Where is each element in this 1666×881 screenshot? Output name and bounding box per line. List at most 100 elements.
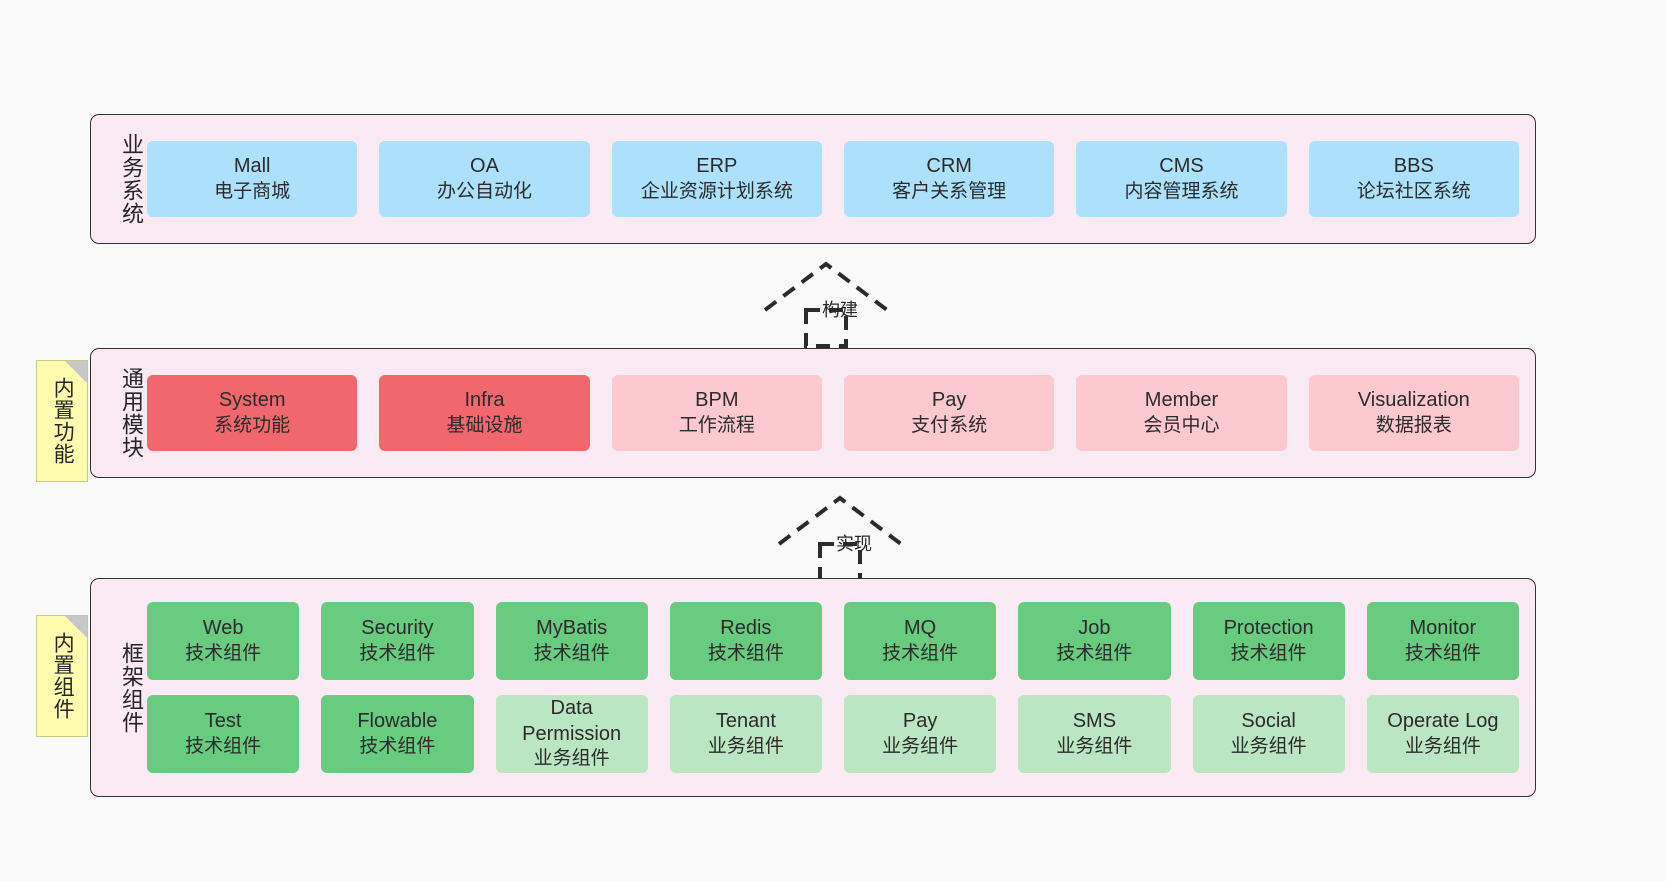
note-fold-icon	[65, 616, 87, 638]
node-subtitle: 技术组件	[359, 642, 436, 664]
node-subtitle: 客户关系管理	[892, 180, 1007, 202]
node-subtitle: 电子商城	[214, 180, 291, 202]
node-social[interactable]: Social 业务组件	[1192, 695, 1345, 773]
node-infra[interactable]: Infra 基础设施	[379, 375, 590, 451]
node-subtitle: 业务组件	[882, 735, 959, 757]
node-redis[interactable]: Redis 技术组件	[669, 602, 822, 680]
layer-label-common-modules: 通用模块	[119, 367, 144, 459]
node-subtitle: 内容管理系统	[1124, 180, 1239, 202]
connector-label: 构建	[822, 300, 858, 320]
node-title: Tenant	[715, 710, 776, 733]
layer-label-framework-components: 框架组件	[119, 641, 144, 734]
node-cms[interactable]: CMS 内容管理系统	[1076, 141, 1287, 217]
connector-label: 实现	[836, 534, 872, 554]
node-operate-log[interactable]: Operate Log 业务组件	[1366, 695, 1519, 773]
node-erp[interactable]: ERP 企业资源计划系统	[611, 141, 822, 217]
node-subtitle: 技术组件	[533, 642, 610, 664]
note-text: 内置组件	[51, 632, 75, 720]
note-fold-icon	[65, 361, 87, 383]
layer-framework-components: 框架组件 Web 技术组件 Security 技术组件 MyBatis 技术组件…	[90, 578, 1536, 797]
node-subtitle: 业务组件	[533, 748, 610, 770]
layer-cells-framework-components: Web 技术组件 Security 技术组件 MyBatis 技术组件 Redi…	[143, 602, 1535, 773]
node-pay-component[interactable]: Pay 业务组件	[844, 695, 997, 773]
node-data-permission[interactable]: Data Permission 业务组件	[495, 695, 648, 773]
node-title: System	[218, 389, 286, 412]
node-protection[interactable]: Protection 技术组件	[1192, 602, 1345, 680]
node-bpm[interactable]: BPM 工作流程	[611, 375, 822, 451]
connector-arrowhead	[763, 261, 889, 312]
node-subtitle: 支付系统	[911, 414, 988, 436]
note-text: 内置功能	[51, 377, 75, 465]
connector-shaft	[804, 308, 848, 348]
node-flowable[interactable]: Flowable 技术组件	[321, 695, 474, 773]
node-test[interactable]: Test 技术组件	[147, 695, 300, 773]
node-title: Job	[1078, 617, 1111, 640]
node-security[interactable]: Security 技术组件	[321, 602, 474, 680]
node-title: Social	[1241, 710, 1296, 733]
cell-row: Mall 电子商城 OA 办公自动化 ERP 企业资源计划系统 CRM 客户关系…	[147, 141, 1519, 217]
node-web[interactable]: Web 技术组件	[147, 602, 300, 680]
node-job[interactable]: Job 技术组件	[1018, 602, 1171, 680]
node-subtitle: 业务组件	[1230, 735, 1307, 757]
connector-build: 构建	[760, 258, 940, 350]
node-subtitle: 会员中心	[1143, 414, 1220, 436]
node-title: CMS	[1159, 155, 1204, 178]
node-title: BPM	[695, 389, 739, 412]
node-title: CRM	[926, 155, 972, 178]
node-subtitle: 论坛社区系统	[1356, 180, 1471, 202]
node-subtitle: 技术组件	[1230, 642, 1307, 664]
node-oa[interactable]: OA 办公自动化	[379, 141, 590, 217]
note-builtin-components: 内置组件	[36, 615, 88, 737]
connector-implement: 实现	[774, 492, 954, 584]
node-crm[interactable]: CRM 客户关系管理	[843, 141, 1055, 217]
node-pay[interactable]: Pay 支付系统	[843, 375, 1055, 451]
node-title: Operate Log	[1387, 710, 1499, 733]
note-builtin-features: 内置功能	[36, 360, 88, 482]
node-mq[interactable]: MQ 技术组件	[844, 602, 997, 680]
layer-cells-business-systems: Mall 电子商城 OA 办公自动化 ERP 企业资源计划系统 CRM 客户关系…	[143, 141, 1535, 217]
node-title: Monitor	[1409, 617, 1477, 640]
node-title: Flowable	[357, 710, 438, 733]
node-title: Infra	[464, 389, 505, 412]
node-title: BBS	[1393, 155, 1434, 178]
node-bbs[interactable]: BBS 论坛社区系统	[1308, 141, 1519, 217]
connector-arrowhead	[777, 495, 903, 546]
node-subtitle: 技术组件	[185, 735, 262, 757]
node-subtitle: 技术组件	[1056, 642, 1133, 664]
node-subtitle: 业务组件	[707, 735, 784, 757]
node-subtitle: 基础设施	[446, 414, 523, 436]
cell-row: Web 技术组件 Security 技术组件 MyBatis 技术组件 Redi…	[147, 602, 1519, 680]
node-title: MyBatis	[536, 617, 608, 640]
node-monitor[interactable]: Monitor 技术组件	[1366, 602, 1519, 680]
layer-business-systems: 业务系统 Mall 电子商城 OA 办公自动化 ERP 企业资源计划系统 CRM…	[90, 114, 1536, 244]
node-title: Protection	[1223, 617, 1314, 640]
node-mall[interactable]: Mall 电子商城	[147, 141, 358, 217]
node-subtitle: 工作流程	[678, 414, 755, 436]
node-title: Security	[361, 617, 434, 640]
layer-cells-common-modules: System 系统功能 Infra 基础设施 BPM 工作流程 Pay 支付系统…	[143, 375, 1535, 451]
node-subtitle: 技术组件	[707, 642, 784, 664]
node-system[interactable]: System 系统功能	[147, 375, 358, 451]
node-sms[interactable]: SMS 业务组件	[1018, 695, 1171, 773]
layer-common-modules: 通用模块 System 系统功能 Infra 基础设施 BPM 工作流程 Pay…	[90, 348, 1536, 478]
node-visualization[interactable]: Visualization 数据报表	[1308, 375, 1519, 451]
node-title: Test	[204, 710, 242, 733]
node-title: SMS	[1072, 710, 1117, 733]
cell-row: System 系统功能 Infra 基础设施 BPM 工作流程 Pay 支付系统…	[147, 375, 1519, 451]
node-title: Redis	[720, 617, 772, 640]
node-subtitle: 系统功能	[214, 414, 291, 436]
node-member[interactable]: Member 会员中心	[1076, 375, 1287, 451]
node-title: Member	[1144, 389, 1219, 412]
node-subtitle: 技术组件	[882, 642, 959, 664]
node-subtitle: 办公自动化	[436, 180, 532, 202]
node-mybatis[interactable]: MyBatis 技术组件	[495, 602, 648, 680]
node-subtitle: 业务组件	[1404, 735, 1481, 757]
node-title: Data Permission	[522, 697, 622, 745]
node-title: Web	[202, 617, 244, 640]
node-title: Visualization	[1357, 389, 1470, 412]
node-tenant[interactable]: Tenant 业务组件	[669, 695, 822, 773]
node-title: MQ	[904, 617, 937, 640]
node-subtitle: 数据报表	[1375, 414, 1452, 436]
node-subtitle: 技术组件	[1404, 642, 1481, 664]
